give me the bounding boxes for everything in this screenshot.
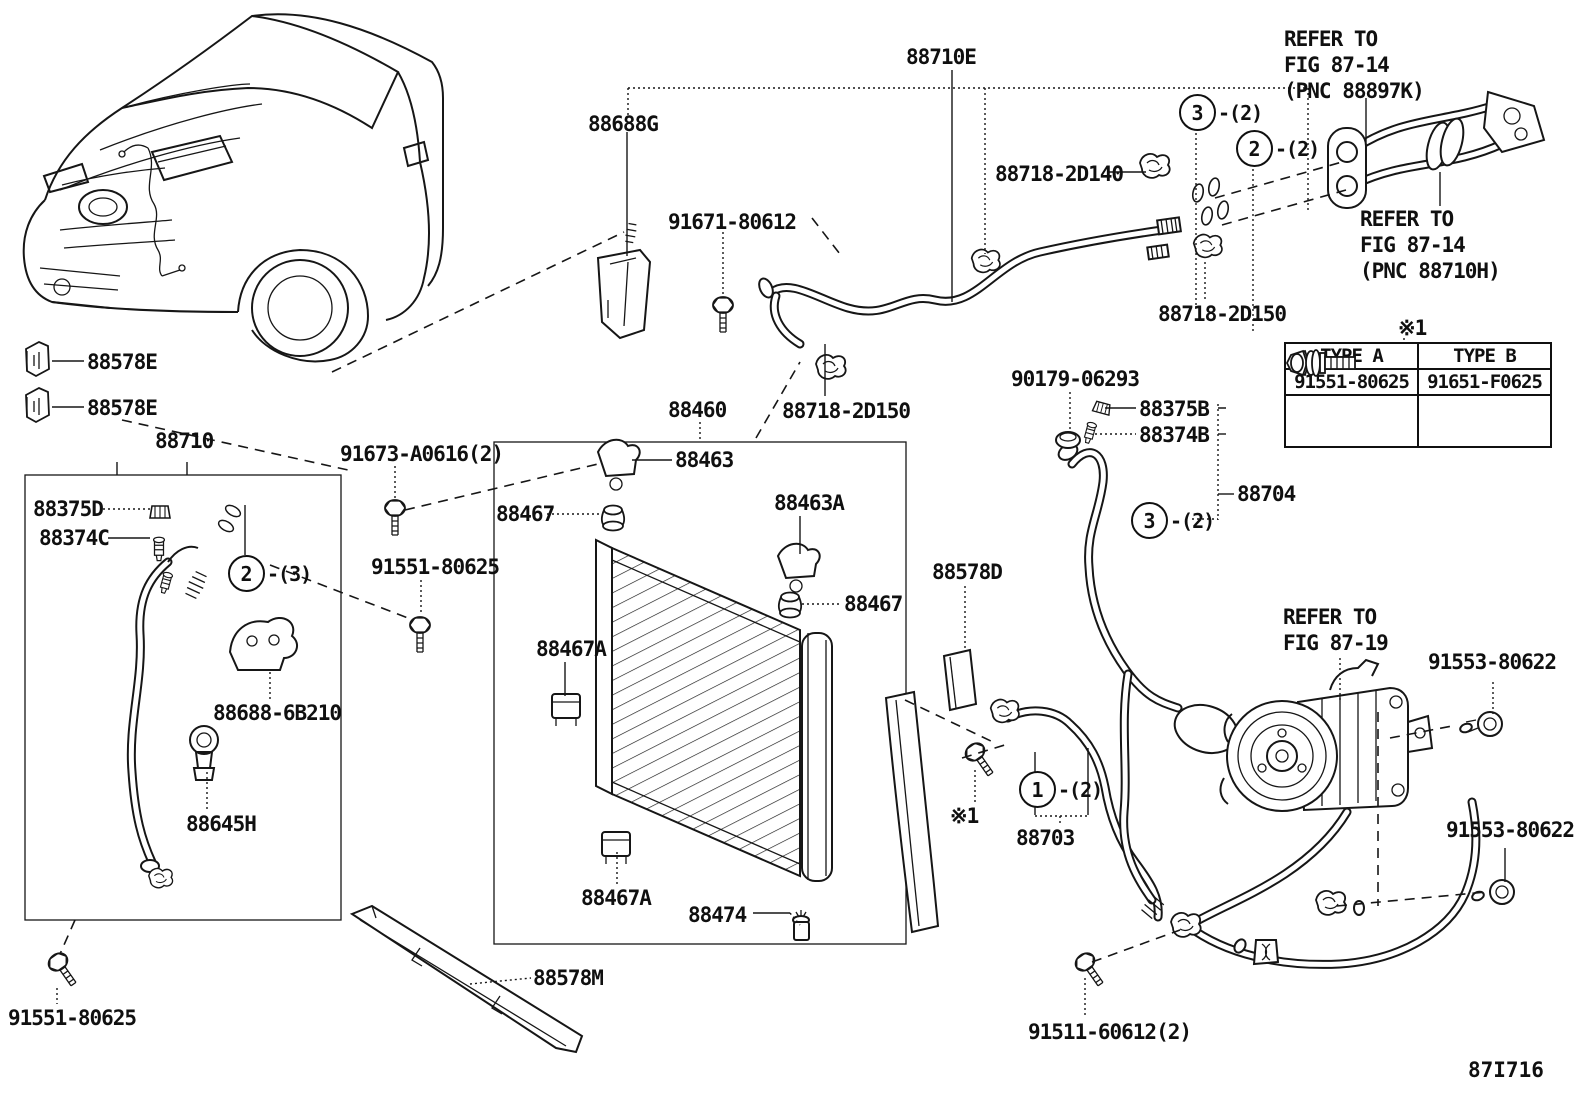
pad-88578D [942, 648, 978, 712]
part-label: 88463 [675, 448, 734, 472]
callout-quantity: -(2) [1275, 136, 1320, 161]
part-label: ※1 [1398, 316, 1427, 340]
part-label: 88374B [1139, 423, 1210, 447]
part-label: 90179-06293 [1011, 367, 1140, 391]
part-label: 88467 [844, 592, 903, 616]
bracket-88463A [776, 542, 821, 580]
pipe-to-evaporator [1327, 90, 1546, 209]
bolt-note1 [961, 738, 1000, 781]
part-label: 88578E [87, 350, 158, 374]
callout-quantity: -(3) [267, 561, 312, 586]
part-label: 91553-80622 [1428, 650, 1557, 674]
callout: 3-(2) [1131, 502, 1215, 539]
part-label: 88463A [774, 491, 845, 515]
part-label: 88710E [906, 45, 977, 69]
part-label: 88645H [186, 812, 257, 836]
part-label: 91671-80612 [668, 210, 797, 234]
part-label: 91553-80622 [1446, 818, 1575, 842]
callout-quantity: -(2) [1218, 100, 1263, 125]
part-label: 88375B [1139, 397, 1210, 421]
part-label: 88578E [87, 396, 158, 420]
bracket-88688-6B210 [228, 617, 299, 671]
compressor-illustration [1219, 658, 1434, 812]
clamp-88718-2D150-right [1192, 233, 1223, 259]
callout: 2-(2) [1236, 130, 1320, 167]
reference-note: REFER TO FIG 87-14 (PNC 88897K) [1284, 27, 1425, 103]
part-label: 91673-A0616(2) [340, 442, 504, 466]
bolt-91553-lower [1471, 879, 1515, 905]
clamp-88718-2D150-center [815, 353, 847, 380]
part-label: 88703 [1016, 826, 1075, 850]
pressure-sensor-88645H [189, 725, 219, 781]
part-label: 88710 [155, 429, 214, 453]
clip-88578E-1 [25, 341, 50, 377]
bolt-91553-upper [1459, 711, 1503, 737]
condenser-88460 [551, 438, 940, 941]
part-label: 88467 [496, 502, 555, 526]
part-label: 91551-80625 [371, 555, 500, 579]
construction-lines [59, 161, 1487, 963]
bracket-88688G [596, 222, 652, 340]
callout: 2-(3) [228, 555, 312, 592]
fastener-type-table: TYPE A TYPE B 91551-80625 91651-F0625 [1284, 342, 1552, 448]
lower-seal-88578M [349, 904, 584, 1054]
bolt-91511 [1071, 948, 1110, 991]
side-seal [884, 690, 940, 934]
vehicle-illustration [22, 13, 444, 363]
reference-note: REFER TO FIG 87-14 (PNC 88710H) [1360, 207, 1501, 283]
part-label: 88375D [33, 497, 104, 521]
reference-note: REFER TO FIG 87-19 [1283, 605, 1389, 655]
callout-number: 1 [1019, 771, 1056, 808]
callout-number: 3 [1179, 94, 1216, 131]
part-label: ※1 [950, 804, 979, 828]
bolt-91671 [712, 296, 734, 333]
liquid-pipe-assembly [131, 502, 299, 889]
part-label: 88578M [533, 966, 604, 990]
part-label: 88374C [39, 526, 110, 550]
type-a-bolt-icon [1284, 349, 1419, 448]
part-label: 88578D [932, 560, 1003, 584]
type-b-header: TYPE B [1417, 342, 1552, 370]
part-label: 88718-2D140 [995, 162, 1124, 186]
callout-quantity: -(2) [1170, 508, 1215, 533]
cushion-88467A-upper [551, 693, 581, 726]
bolt-91551-bottom [44, 948, 83, 991]
callout: 3-(2) [1179, 94, 1263, 131]
callout-number: 2 [228, 555, 265, 592]
callout: 1-(2) [1019, 771, 1103, 808]
part-label: 88688-6B210 [213, 701, 342, 725]
part-label: 88688G [588, 112, 659, 136]
clip-88578E-2 [25, 387, 50, 423]
callout-number: 3 [1131, 502, 1168, 539]
part-label: 88718-2D150 [1158, 302, 1287, 326]
part-label: 88718-2D150 [782, 399, 911, 423]
cushion-88467A-lower [601, 831, 631, 864]
figure-code: 87I716 [1468, 1058, 1544, 1082]
dotted-leaders [56, 87, 1494, 1018]
cooler-pipe-88710E [758, 152, 1231, 380]
type-b-bolt-icon [1285, 349, 1552, 448]
callout-quantity: -(2) [1058, 777, 1103, 802]
callout-number: 2 [1236, 130, 1273, 167]
type-b-part-number: 91651-F0625 [1417, 368, 1552, 396]
clamp-88718-2D140 [1139, 152, 1171, 179]
part-label: 88467A [581, 886, 652, 910]
part-label: 91511-60612(2) [1028, 1020, 1192, 1044]
part-label: 88467A [536, 637, 607, 661]
valve-88474 [792, 910, 810, 941]
part-label: 88474 [688, 903, 747, 927]
box-88710-group [24, 474, 342, 921]
bracket-88463 [596, 438, 641, 478]
bolt-91551-center [409, 616, 431, 653]
bolt-91673 [384, 499, 406, 536]
part-label: 91551-80625 [8, 1006, 137, 1030]
part-label: 88704 [1237, 482, 1296, 506]
suction-pipe-88704 [1055, 400, 1280, 761]
part-label: 88460 [668, 398, 727, 422]
